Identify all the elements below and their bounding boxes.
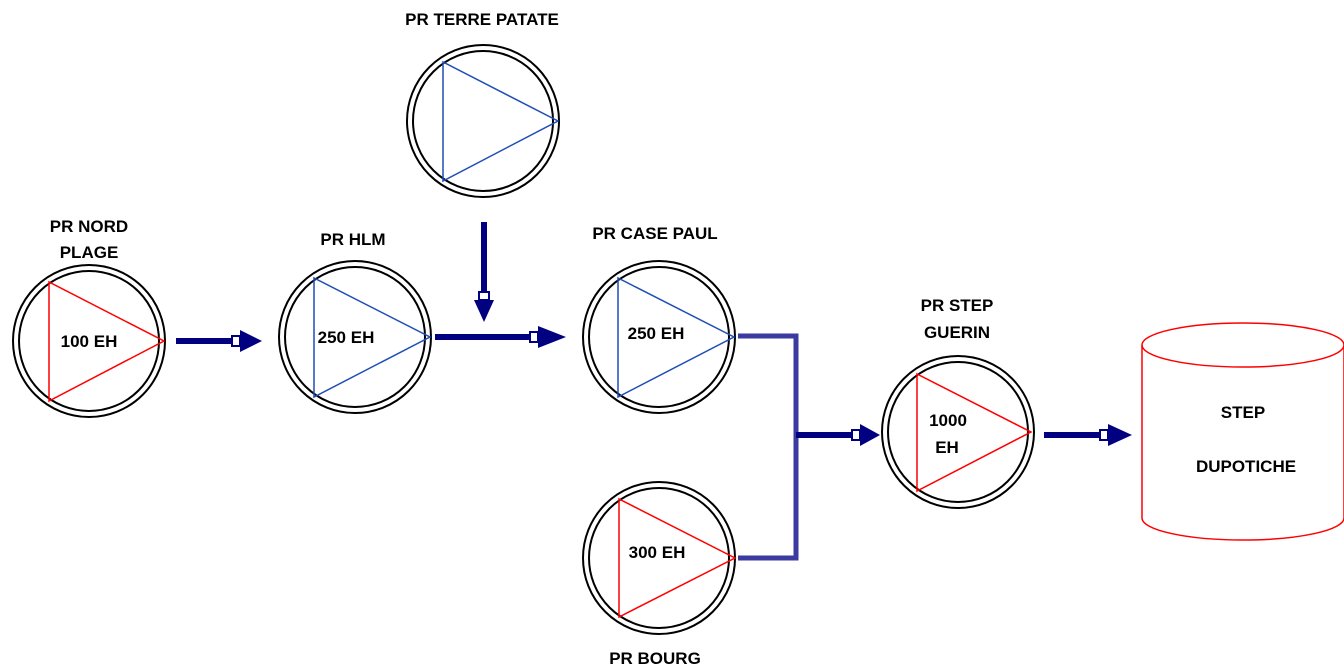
pump-hlm: PR HLM 250 EH: [278, 230, 432, 414]
pump-step-guerin: PR STEP GUERIN 1000 EH: [881, 296, 1035, 509]
pump-step-guerin-capacity-line2: EH: [935, 438, 959, 457]
pump-bourg-name: PR BOURG: [609, 649, 701, 668]
station-name-line1: STEP: [1221, 403, 1265, 422]
pump-terre-patate-name: PR TERRE PATATE: [405, 10, 559, 29]
pump-step-guerin-name-line2: GUERIN: [924, 323, 990, 342]
pump-case-paul-triangle-icon: [617, 276, 736, 399]
pump-nord-plage-name-line1: PR NORD: [50, 217, 128, 236]
arrow-hlm-to-case-paul: [435, 326, 566, 348]
pump-nord-plage-name-line2: PLAGE: [60, 243, 119, 262]
station-name-line2: DUPOTICHE: [1196, 457, 1296, 476]
pump-hlm-capacity: 250 EH: [318, 328, 375, 347]
pump-nord-plage: PR NORD PLAGE 100 EH: [12, 217, 166, 418]
pump-bourg: 300 EH PR BOURG: [582, 481, 737, 668]
pump-hlm-name: PR HLM: [320, 230, 385, 249]
pump-step-guerin-triangle-icon: [916, 372, 1033, 493]
station-cylinder-icon: [1141, 345, 1344, 541]
pump-case-paul-capacity: 250 EH: [628, 324, 685, 343]
pump-case-paul-name: PR CASE PAUL: [592, 224, 717, 243]
collector-case-paul-bourg: [738, 333, 799, 561]
pump-terre-patate: PR TERRE PATATE: [405, 10, 560, 198]
pump-nord-plage-capacity: 100 EH: [61, 332, 118, 351]
pump-hlm-triangle-icon: [313, 276, 432, 399]
pump-step-guerin-capacity-line1: 1000: [929, 411, 967, 430]
arrow-collector-to-step-guerin: [796, 424, 880, 446]
arrow-step-guerin-to-station: [1044, 424, 1132, 446]
flow-connectors: [176, 222, 1132, 561]
pump-case-paul: PR CASE PAUL 250 EH: [582, 224, 736, 414]
pump-bourg-triangle-icon: [618, 497, 737, 619]
station-cylinder-top: [1141, 322, 1344, 368]
pump-terre-patate-triangle-icon: [442, 60, 560, 183]
pump-nord-plage-triangle-icon: [48, 280, 166, 403]
pump-bourg-capacity: 300 EH: [629, 543, 686, 562]
station-step-dupotiche: STEP DUPOTICHE: [1141, 322, 1344, 541]
pump-step-guerin-name-line1: PR STEP: [921, 296, 994, 315]
arrow-nord-plage-to-hlm: [176, 330, 262, 352]
arrow-terre-patate-down: [474, 222, 494, 322]
